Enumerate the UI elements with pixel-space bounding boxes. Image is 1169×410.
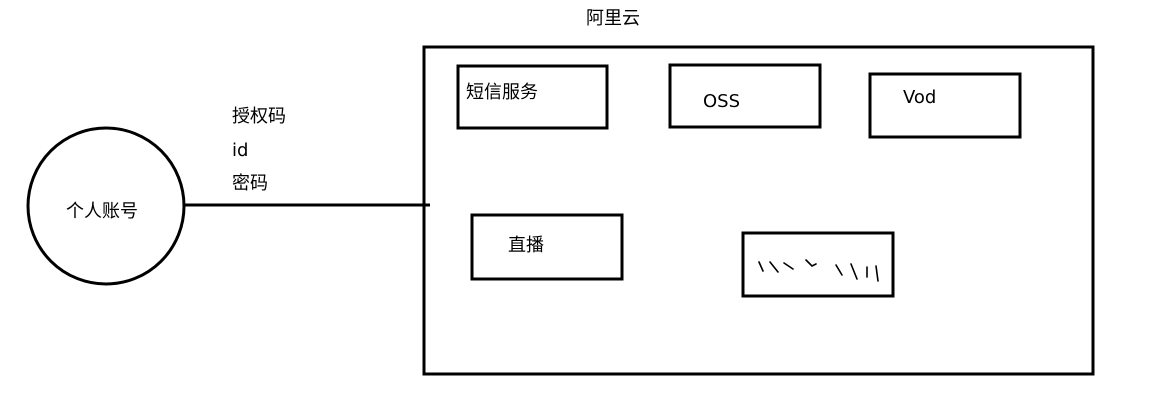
service-box-vod	[868, 72, 1022, 139]
cloud-title: 阿里云	[586, 8, 640, 29]
service-label-oss: OSS	[703, 91, 741, 112]
service-label-vod: Vod	[903, 87, 937, 108]
service-box-more	[741, 231, 895, 298]
service-label-sms: 短信服务	[466, 82, 538, 103]
service-box-live	[470, 213, 624, 281]
service-box-sms	[456, 64, 609, 130]
account-label: 个人账号	[66, 201, 138, 222]
credential-auth-code: 授权码	[232, 106, 286, 127]
cloud-container	[422, 45, 1095, 376]
service-box-oss	[668, 63, 822, 129]
scribble-marks	[758, 259, 879, 282]
account-circle	[26, 126, 186, 286]
credential-password: 密码	[232, 173, 268, 194]
credential-id: id	[232, 140, 249, 161]
service-label-live: 直播	[508, 235, 544, 256]
